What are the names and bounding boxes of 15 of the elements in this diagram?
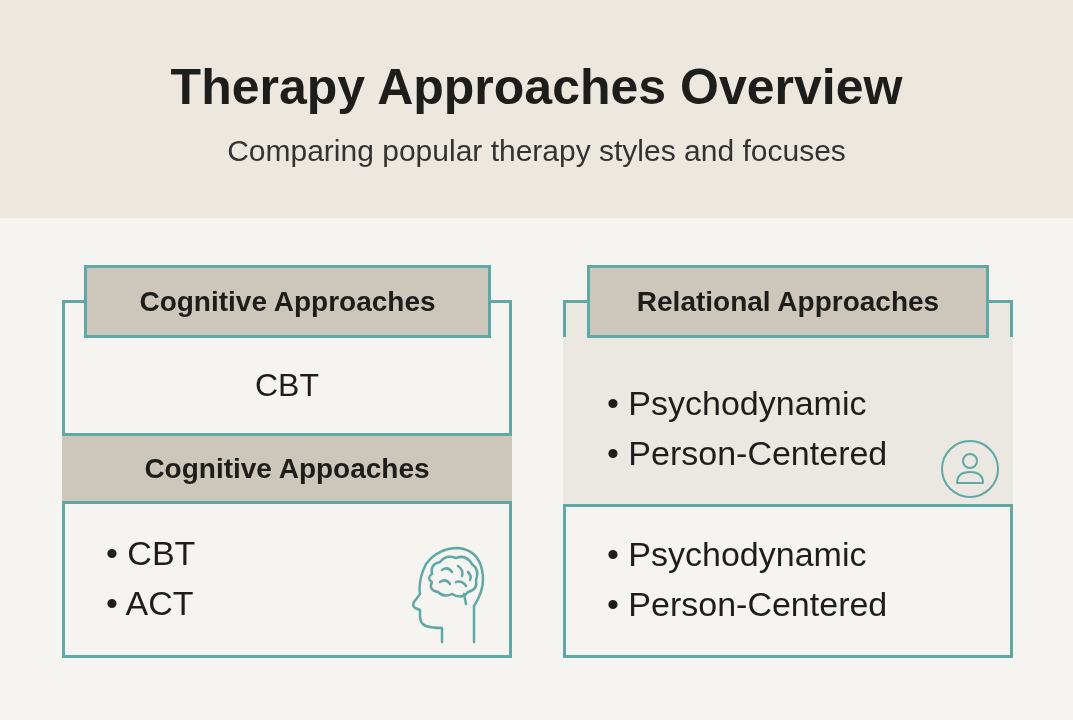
approach-card (563, 265, 1013, 658)
list-item: • Psychodynamic (607, 534, 867, 575)
list-item: • Person-Centered (607, 433, 888, 474)
list-item: • Person-Centered (607, 584, 888, 625)
subtitle: Comparing popular therapy styles and focuses (227, 134, 846, 168)
card-heading: Relational Approaches (587, 265, 989, 338)
list-item: • CBT (106, 533, 196, 574)
list-item: • Psychodynamic (607, 383, 867, 424)
approach-card (62, 265, 512, 658)
list-section (563, 337, 1013, 504)
item-text: CBT (255, 366, 319, 404)
title: Therapy Approaches Overview (170, 58, 903, 116)
card-heading: Cognitive Approaches (84, 265, 491, 338)
section-heading: Cognitive Appoaches (62, 433, 512, 504)
list-item: • ACT (106, 583, 194, 624)
